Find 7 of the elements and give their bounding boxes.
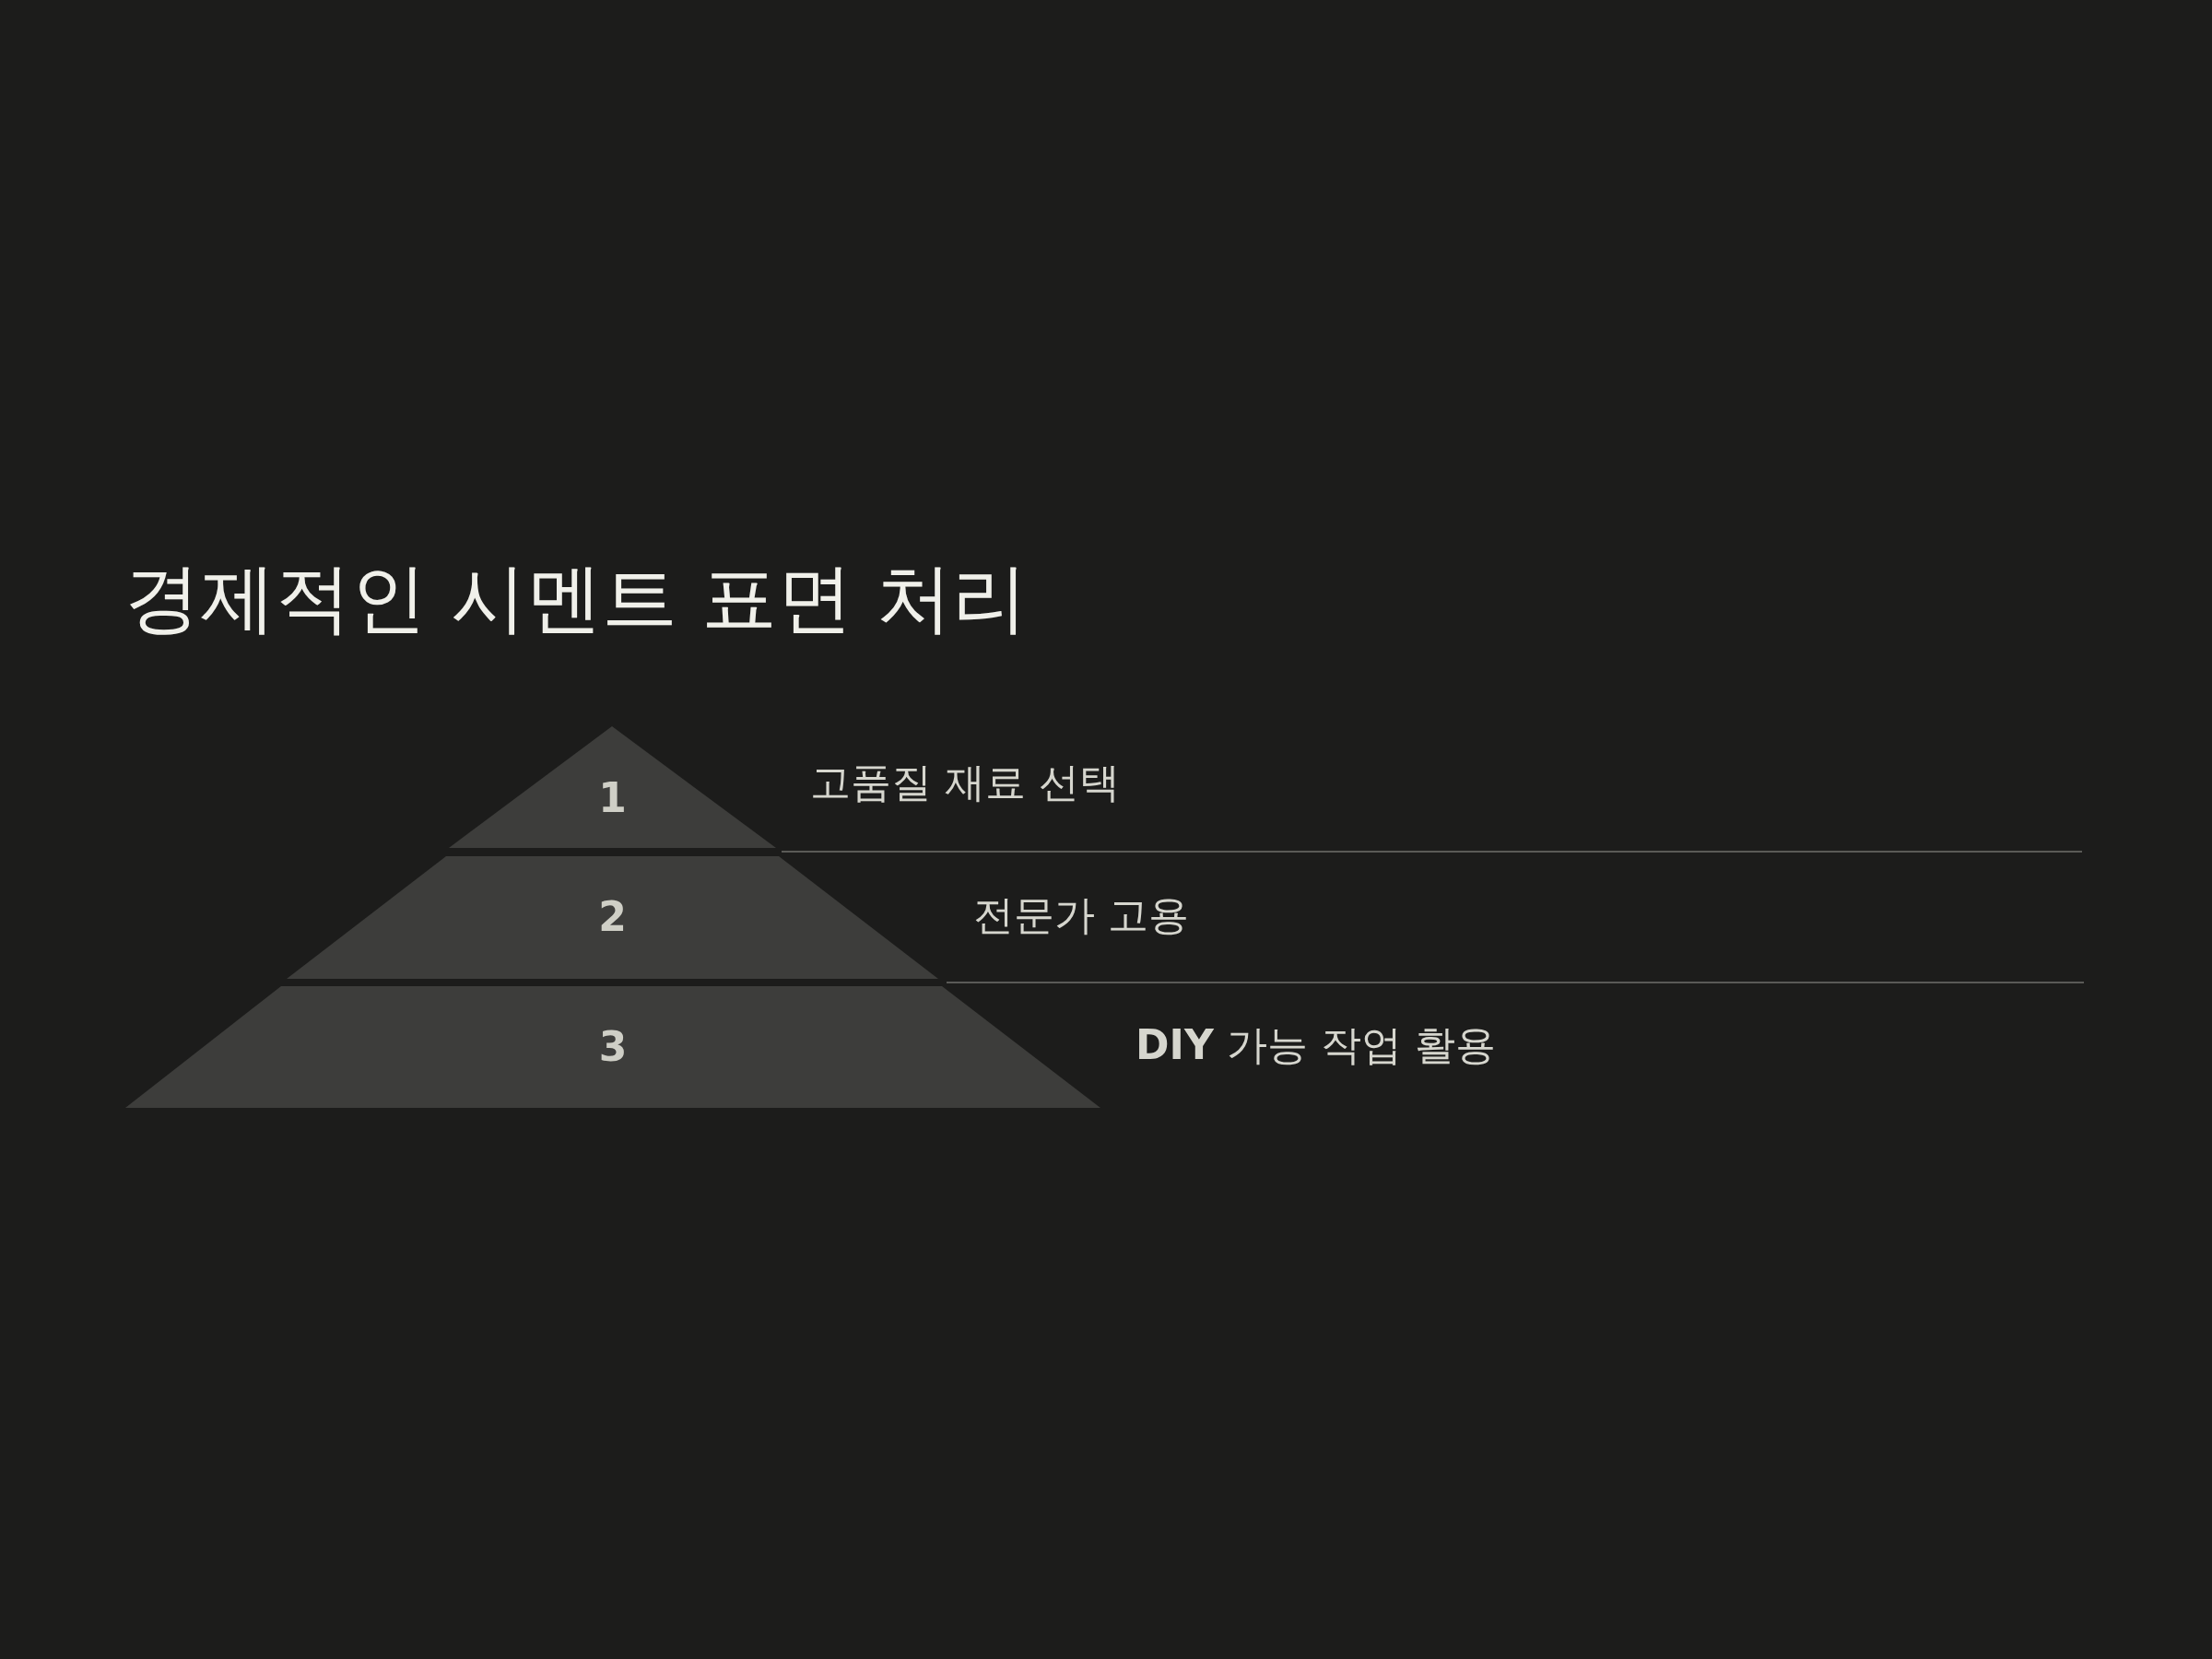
tier-description: DIY 가능 작업 활용 — [1135, 1021, 1496, 1070]
tier-number: 3 — [597, 1027, 629, 1067]
tier-number: 2 — [597, 897, 628, 937]
title: 경제적인 시멘트 표면 처리 — [124, 553, 1029, 643]
tier-description: 전문가 고용 — [973, 891, 1189, 940]
tier-number: 1 — [597, 778, 628, 818]
tier-description: 고품질 재료 선택 — [810, 759, 1120, 807]
